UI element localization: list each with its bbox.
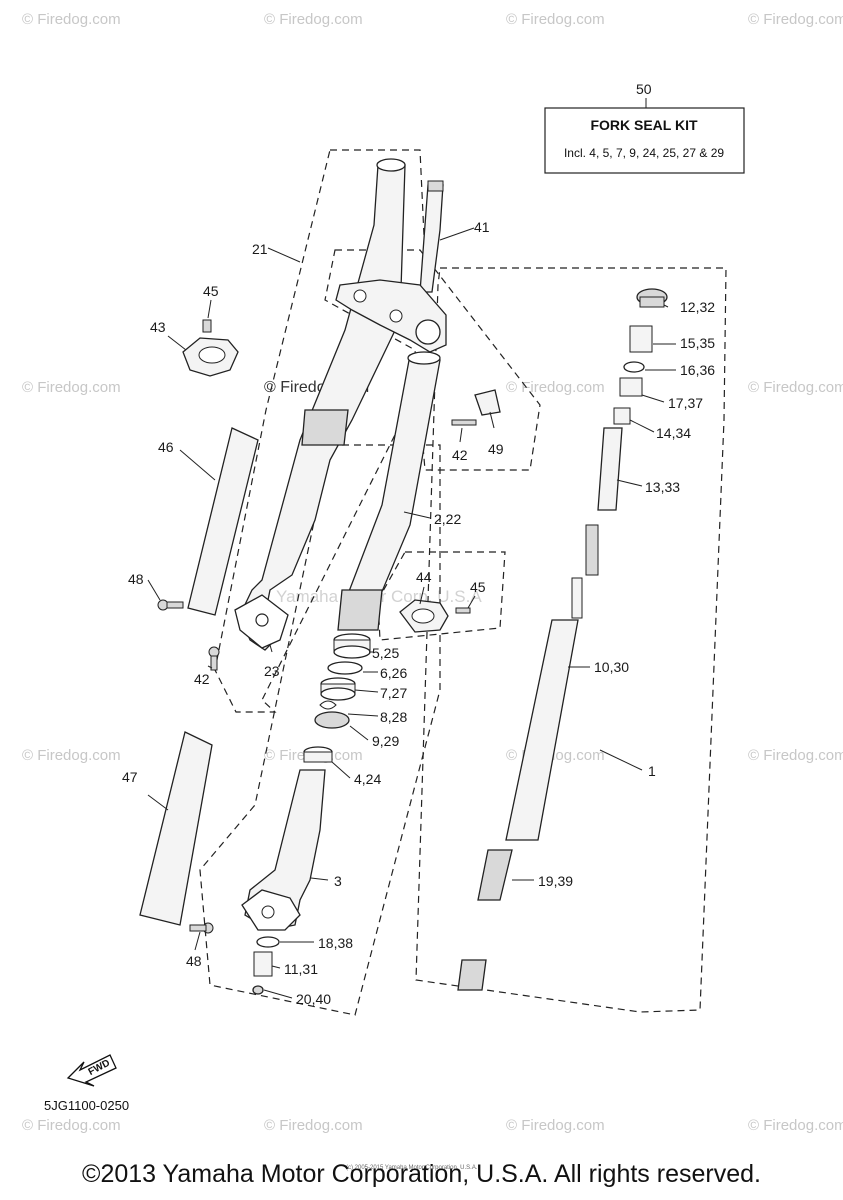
- watermark: © Firedog.com: [22, 11, 121, 28]
- watermark: © Firedog.com: [506, 747, 605, 764]
- callout-13-33: 13,33: [645, 479, 680, 495]
- watermark: © Firedog.com: [748, 747, 843, 764]
- callout-2-22: 2,22: [434, 511, 461, 527]
- callout-labels: 41 12,32 15,35 16,36 17,37 14,34 13,33 2…: [122, 219, 715, 1007]
- callout-9-29: 9,29: [372, 733, 399, 749]
- outer-tube-3: [241, 769, 326, 931]
- watermark: © Firedog.com: [264, 1117, 363, 1134]
- callout-16-36: 16,36: [680, 362, 715, 378]
- callout-6-26: 6,26: [380, 665, 407, 681]
- callout-10-30: 10,30: [594, 659, 629, 675]
- callout-48a: 48: [128, 571, 144, 587]
- bottom-bolts: [252, 936, 280, 995]
- copyright-notice: ©2013 Yamaha Motor Corporation, U.S.A. A…: [82, 1160, 761, 1188]
- callout-8-28: 8,28: [380, 709, 407, 725]
- kit-title: FORK SEAL KIT: [590, 117, 698, 133]
- kit-number: 50: [636, 81, 652, 97]
- callout-45b: 45: [470, 579, 486, 595]
- callout-23: 23: [264, 663, 280, 679]
- callout-19-39: 19,39: [538, 873, 573, 889]
- kit-includes: Incl. 4, 5, 7, 9, 24, 25, 27 & 29: [564, 146, 724, 160]
- callout-41: 41: [474, 219, 490, 235]
- callout-20-40: 20,40: [296, 991, 331, 1007]
- callout-43: 43: [150, 319, 166, 335]
- diagram-code: 5JG1100-0250: [44, 1098, 129, 1113]
- callout-18-38: 18,38: [318, 935, 353, 951]
- triple-clamp-41: [335, 180, 447, 353]
- watermark: © Firedog.com: [264, 11, 363, 28]
- small-bolts: [157, 389, 501, 934]
- inner-tube-2-22: [337, 351, 441, 631]
- callout-46: 46: [158, 439, 174, 455]
- watermark: © Firedog.com: [748, 1117, 843, 1134]
- watermark: © Firedog.com: [506, 11, 605, 28]
- watermark: © Firedog.com: [506, 1117, 605, 1134]
- callout-42a: 42: [452, 447, 468, 463]
- fork-guards: [139, 427, 259, 926]
- group-outlines: [199, 149, 727, 1016]
- callout-21: 21: [252, 241, 268, 257]
- callout-48b: 48: [186, 953, 202, 969]
- watermark: © Firedog.com: [22, 1117, 121, 1134]
- clamp-44: [399, 599, 449, 633]
- watermark: © Firedog.com: [748, 379, 843, 396]
- fork-seal-kit-box: 50 FORK SEAL KIT Incl. 4, 5, 7, 9, 24, 2…: [544, 81, 745, 174]
- callout-4-24: 4,24: [354, 771, 381, 787]
- callout-44: 44: [416, 569, 432, 585]
- cartridge-internals: [457, 288, 668, 991]
- watermark: © Firedog.com: [506, 379, 605, 396]
- watermark-grid: © Firedog.com © Firedog.com © Firedog.co…: [22, 11, 843, 1134]
- callout-42b: 42: [194, 671, 210, 687]
- callout-5-25: 5,25: [372, 645, 399, 661]
- callout-45a: 45: [203, 283, 219, 299]
- small-copyright: (c) 2005-2015 Yamaha Motor Corporation, …: [346, 1165, 478, 1171]
- bracket-43: [182, 319, 239, 377]
- watermark: © Firedog.com: [22, 379, 121, 396]
- callout-49: 49: [488, 441, 504, 457]
- watermark: © Firedog.com: [22, 747, 121, 764]
- callout-14-34: 14,34: [656, 425, 691, 441]
- callout-3: 3: [334, 873, 342, 889]
- seal-stack: [303, 633, 371, 763]
- leader-lines: [147, 227, 676, 999]
- watermark: © Firedog.com: [748, 11, 843, 28]
- callout-1: 1: [648, 763, 656, 779]
- callout-7-27: 7,27: [380, 685, 407, 701]
- fwd-arrow: FWD: [66, 1054, 117, 1087]
- callout-47: 47: [122, 769, 138, 785]
- callout-11-31: 11,31: [284, 961, 318, 977]
- callout-15-35: 15,35: [680, 335, 715, 351]
- callout-17-37: 17,37: [668, 395, 703, 411]
- callout-12-32: 12,32: [680, 299, 715, 315]
